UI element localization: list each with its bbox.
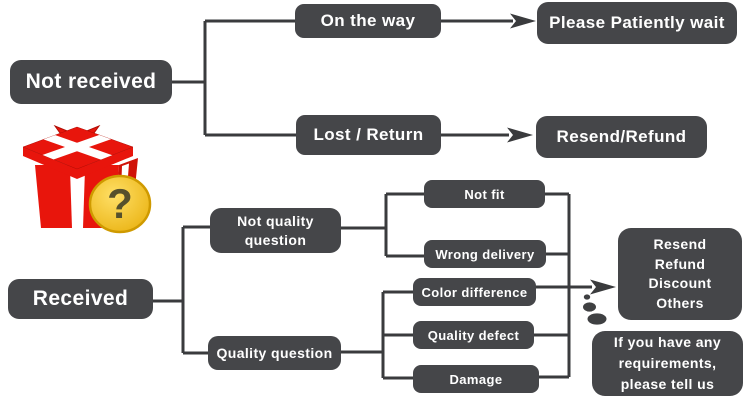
question-mark-glyph: ?: [107, 180, 133, 227]
node-label: Wrong delivery: [435, 246, 535, 262]
node-label: Lost / Return: [313, 125, 424, 144]
thought-dots-icon: [583, 294, 607, 325]
node-label-line1: Not quality: [237, 212, 314, 229]
question-badge: [88, 174, 152, 234]
outcome-refund: Refund: [654, 255, 706, 272]
outcome-others: Others: [656, 294, 704, 311]
node-label: Resend/Refund: [556, 127, 687, 146]
node-label: Received: [32, 287, 129, 310]
node-resend-refund: Resend/Refund: [536, 116, 707, 158]
node-label: Not fit: [464, 186, 505, 202]
gift-question-icon: ?: [22, 125, 152, 234]
node-label-line2: question: [244, 231, 307, 248]
node-label: Quality defect: [427, 327, 520, 343]
note-line2: requirements,: [618, 355, 717, 371]
node-quality-question: Quality question: [208, 336, 341, 370]
outcome-discount: Discount: [648, 275, 712, 291]
node-not-quality-question: Not quality question: [210, 208, 341, 253]
arrowheads: [507, 13, 616, 295]
node-label: Not received: [25, 70, 157, 93]
node-outcome-options: Resend Refund Discount Others: [618, 228, 742, 320]
node-label: On the way: [320, 11, 416, 30]
node-label: Color difference: [421, 284, 528, 300]
node-quality-defect: Quality defect: [413, 321, 534, 349]
note-line3: please tell us: [620, 376, 715, 392]
node-not-fit: Not fit: [424, 180, 545, 208]
node-label: Quality question: [216, 345, 333, 361]
node-requirements-note: If you have any requirements, please tel…: [592, 331, 743, 396]
node-received: Received: [8, 279, 153, 319]
node-wrong-delivery: Wrong delivery: [424, 240, 546, 268]
node-damage: Damage: [413, 365, 539, 393]
node-on-the-way: On the way: [295, 4, 441, 38]
node-lost-return: Lost / Return: [296, 115, 441, 155]
node-label: Please Patiently wait: [549, 13, 725, 32]
node-color-difference: Color difference: [413, 278, 536, 306]
note-line1: If you have any: [613, 334, 722, 350]
node-label: Damage: [449, 371, 503, 387]
node-not-received: Not received: [10, 60, 172, 104]
outcome-resend: Resend: [653, 236, 707, 252]
node-please-patiently-wait: Please Patiently wait: [537, 2, 737, 44]
